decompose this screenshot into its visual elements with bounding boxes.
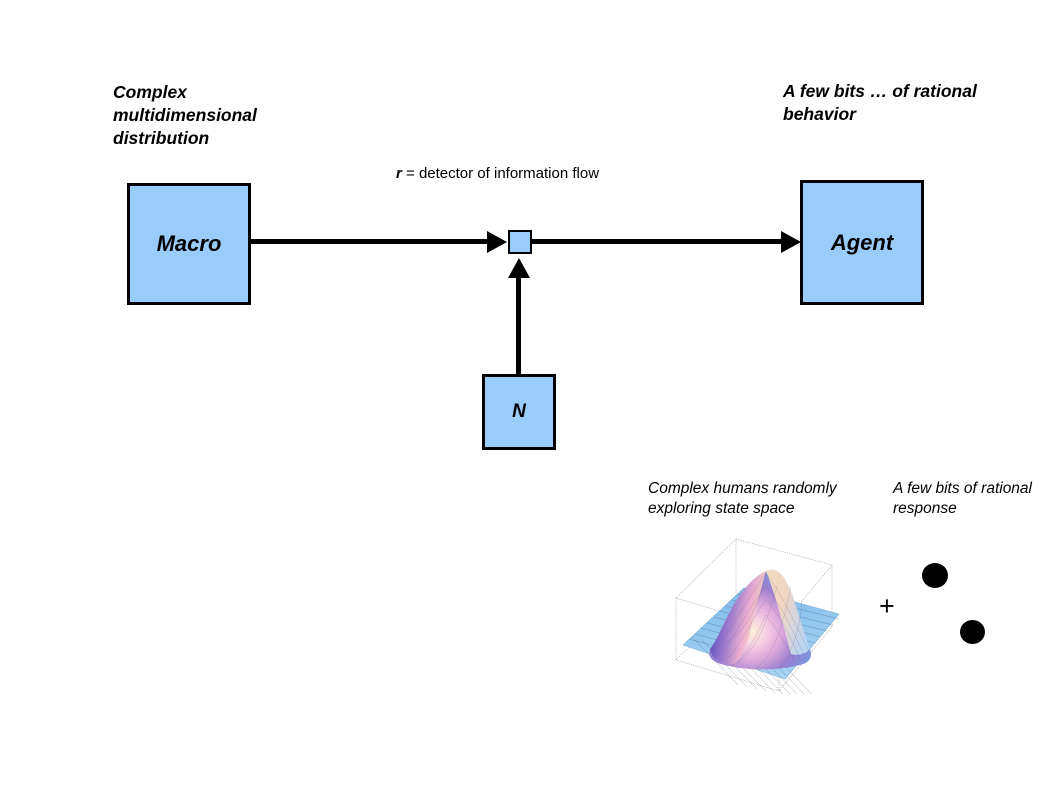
plus-symbol: + — [879, 591, 895, 621]
detector-caption-rest: = detector of information flow — [401, 165, 600, 182]
arrow-macro-to-detector-line — [251, 239, 488, 244]
noise-box[interactable]: N — [482, 374, 557, 451]
caption-complex-distribution: Complex multidimensional distribution — [113, 82, 257, 149]
caption-few-bits-rational-response: A few bits of rational response — [893, 480, 1032, 518]
surface-small-right-flank — [766, 569, 810, 655]
caption-detector-of-information-flow: r = detector of information flow — [396, 164, 599, 184]
noise-box-label: N — [512, 401, 526, 422]
agent-box[interactable]: Agent — [800, 180, 925, 306]
response-dot-2 — [960, 620, 985, 644]
macro-box[interactable]: Macro — [127, 183, 252, 306]
detector-node[interactable] — [508, 230, 532, 254]
arrow-noise-to-detector-line — [516, 278, 521, 374]
caption-few-bits-rational-behavior: A few bits … of rational behavior — [783, 81, 977, 125]
detector-symbol-r: r — [396, 165, 402, 182]
arrow-detector-to-agent-line — [532, 239, 782, 244]
agent-box-label: Agent — [830, 229, 894, 255]
response-dot-1 — [922, 563, 948, 588]
gaussian-surface-plot-large — [22, 480, 362, 760]
arrow-noise-to-detector-head — [508, 258, 530, 278]
arrow-detector-to-agent-head — [781, 231, 801, 253]
arrow-macro-to-detector-head — [487, 231, 507, 253]
gaussian-surface-plot-small — [675, 538, 840, 694]
caption-complex-humans-state-space: Complex humans randomly exploring state … — [648, 480, 837, 518]
surface-small-left-flank — [710, 571, 766, 665]
macro-box-label: Macro — [156, 231, 222, 256]
